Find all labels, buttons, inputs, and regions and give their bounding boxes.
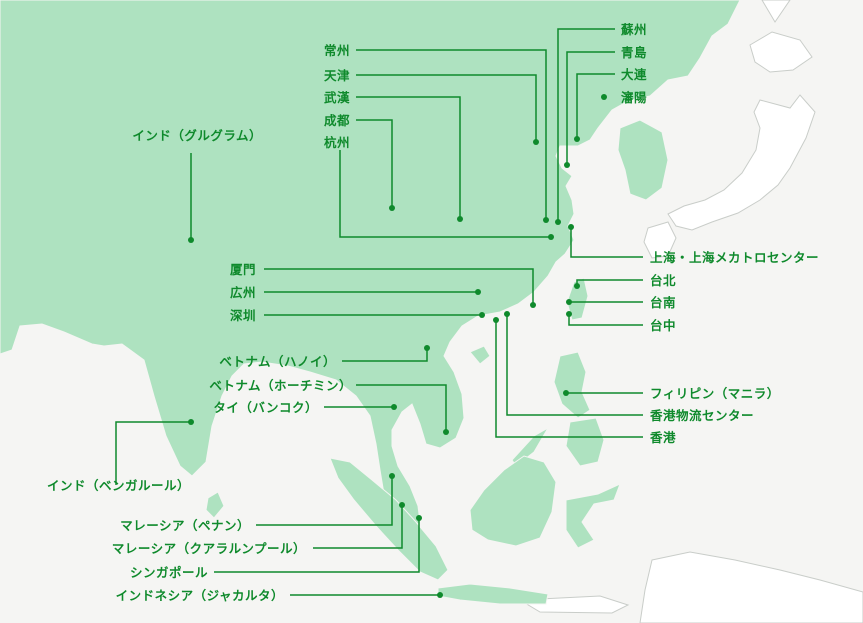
label-gurugram: インド（グルグラム）: [132, 128, 262, 143]
dot-hcmc: [443, 429, 449, 435]
line-bengaluru: [115, 421, 191, 485]
kamchatka-shape: [761, 0, 791, 23]
label-shenzhen: 深圳: [230, 308, 256, 323]
line-hangzhou: [339, 150, 551, 238]
label-shenyang: 瀋陽: [621, 90, 647, 105]
dot-guangzhou: [475, 289, 481, 295]
label-dalian: 大連: [621, 67, 647, 82]
label-xiamen: 厦門: [230, 262, 256, 277]
australia-new-guinea-shape: [639, 551, 863, 623]
label-taichung: 台中: [650, 318, 676, 333]
label-tianjin: 天津: [324, 68, 350, 83]
label-kl: マレーシア（クアラルンプール）: [112, 541, 306, 556]
dot-hanoi: [424, 345, 430, 351]
dot-changzhou: [543, 217, 549, 223]
dot-manila: [563, 390, 569, 396]
dot-singapore: [416, 515, 422, 521]
dot-wuhan: [457, 216, 463, 222]
label-penang: マレーシア（ペナン）: [120, 518, 250, 533]
dot-penang: [389, 473, 395, 479]
line-qingdao: [566, 51, 615, 165]
dot-hangzhou: [548, 234, 554, 240]
location-dots: [188, 94, 607, 598]
other-land: [518, 0, 863, 623]
korea-shape: [617, 119, 669, 201]
dot-shenyang: [601, 94, 607, 100]
sri-lanka-shape: [205, 491, 225, 519]
label-hk-logistics: 香港物流センター: [649, 408, 754, 423]
leader-lines: [115, 28, 643, 596]
dot-jakarta: [437, 592, 443, 598]
label-qingdao: 青島: [621, 45, 647, 60]
japan-kyushu-shape: [643, 221, 677, 259]
dot-bangkok: [391, 404, 397, 410]
label-wuhan: 武漢: [324, 90, 350, 105]
asia-mainland-shape: [0, 0, 741, 529]
dot-dalian: [574, 136, 580, 142]
line-xiamen: [264, 268, 534, 305]
line-changzhou: [356, 49, 547, 220]
line-hk-logistics: [506, 314, 643, 416]
label-hongkong: 香港: [649, 430, 676, 445]
dot-qingdao: [564, 162, 570, 168]
label-hcmc: ベトナム（ホーチミン）: [209, 378, 352, 393]
label-singapore: シンガポール: [130, 565, 208, 580]
line-taichung: [568, 314, 643, 326]
dot-tainan: [566, 299, 572, 305]
line-penang: [256, 476, 393, 526]
line-dalian: [576, 73, 615, 139]
dot-suzhou: [555, 219, 561, 225]
line-hongkong: [495, 320, 643, 438]
label-suzhou: 蘇州: [620, 22, 647, 37]
label-tainan: 台南: [650, 295, 676, 310]
line-shanghai: [570, 227, 643, 258]
dot-gurugram: [188, 237, 194, 243]
label-bangkok: タイ（バンコク）: [213, 400, 318, 415]
dot-tianjin: [533, 139, 539, 145]
japan-hokkaido-shape: [749, 31, 813, 73]
label-jakarta: インドネシア（ジャカルタ）: [116, 588, 284, 603]
line-chengdu: [356, 119, 393, 208]
line-suzhou: [557, 28, 615, 222]
line-hanoi: [342, 348, 428, 362]
dot-taichung: [566, 311, 572, 317]
dot-chengdu: [389, 205, 395, 211]
japan-honshu-shape: [667, 94, 816, 231]
hainan-shape: [469, 345, 491, 365]
dot-kl: [399, 502, 405, 508]
line-hcmc: [356, 384, 447, 432]
label-taipei: 台北: [650, 273, 676, 288]
label-bengaluru: インド（ベンガルール）: [47, 478, 190, 493]
line-singapore: [214, 518, 420, 573]
label-manila: フィリピン（マニラ）: [650, 386, 780, 401]
java-shape: [437, 583, 549, 605]
dot-shenzhen: [479, 312, 485, 318]
dot-shanghai: [568, 224, 574, 230]
label-guangzhou: 広州: [230, 285, 256, 300]
dot-xiamen: [530, 302, 536, 308]
line-tianjin: [356, 74, 537, 142]
label-changzhou: 常州: [324, 43, 350, 58]
label-hanoi: ベトナム（ハノイ）: [219, 354, 336, 369]
philippines-mindanao-shape: [565, 417, 605, 467]
sulawesi-shape: [565, 483, 621, 549]
label-hangzhou: 杭州: [324, 135, 350, 150]
dot-bengaluru: [188, 419, 194, 425]
borneo-shape: [469, 455, 557, 547]
philippines-luzon-shape: [553, 351, 591, 419]
label-chengdu: 成都: [324, 113, 350, 128]
label-shanghai: 上海・上海メカトロセンター: [650, 250, 819, 265]
dot-hongkong: [493, 317, 499, 323]
line-kl: [313, 505, 403, 549]
dot-taipei: [574, 283, 580, 289]
line-wuhan: [356, 96, 461, 219]
dot-hk-logistics: [504, 311, 510, 317]
location-labels: 蘇州 青島 大連 瀋陽 常州 天津 武漢 成都 杭州 インド（グルグラム） 上海…: [47, 22, 819, 603]
